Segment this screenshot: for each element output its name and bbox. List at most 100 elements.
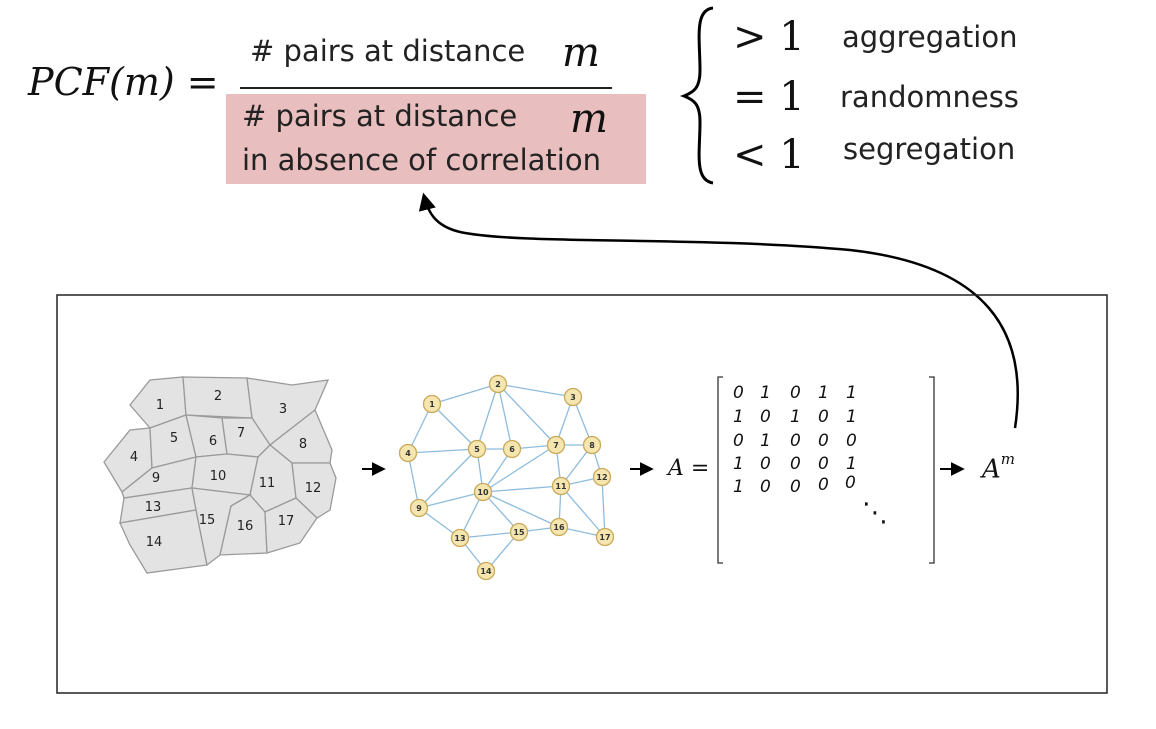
region-label-10: 10 (210, 469, 227, 484)
graph-node-5 (467, 439, 487, 459)
feedback-arrow (418, 192, 1019, 429)
svg-text:17: 17 (599, 533, 610, 542)
matrix-cell: 1 (846, 383, 857, 403)
matrix-cell: 0 (845, 473, 856, 493)
svg-text:2: 2 (495, 380, 501, 389)
matrix-cell: 0 (733, 431, 744, 451)
graph-node-labels: 1 2 3 4 5 6 7 8 9 10 11 12 13 14 15 16 1… (405, 380, 610, 576)
denominator-variable: m (570, 96, 608, 142)
matrix-cell: 0 (790, 431, 801, 451)
region-label-6: 6 (209, 434, 217, 449)
numerator-variable: m (562, 30, 600, 76)
matrix-cell: 1 (790, 407, 801, 427)
svg-text:9: 9 (416, 504, 422, 513)
graph-edges (407, 383, 606, 572)
graph-node-1 (422, 394, 442, 414)
graph-node-14 (476, 561, 496, 581)
matrix-cell: 1 (846, 454, 857, 474)
case-equal-meaning: randomness (840, 80, 1019, 114)
matrix-cell: 0 (760, 454, 771, 474)
matrix-cell: 0 (846, 431, 857, 451)
graph-node-9 (409, 498, 429, 518)
matrix-cell: 1 (733, 407, 744, 427)
svg-text:7: 7 (553, 441, 559, 450)
denominator-line1: # pairs at distance (242, 99, 518, 133)
fraction-bar (240, 87, 612, 89)
denominator-line2: in absence of correlation (242, 143, 601, 177)
matrix-cell: 1 (760, 383, 771, 403)
svg-text:12: 12 (596, 473, 607, 482)
graph-node-11 (551, 476, 571, 496)
region-label-9: 9 (152, 471, 160, 486)
region-label-2: 2 (214, 389, 222, 404)
matrix-cell: 0 (790, 454, 801, 474)
graph-node-12 (592, 467, 612, 487)
graph-node-13 (450, 528, 470, 548)
matrix-cell: 0 (790, 383, 801, 403)
matrix-right-bracket (929, 376, 935, 564)
matrix-cell: 0 (733, 383, 744, 403)
region-label-3: 3 (279, 402, 287, 417)
matrix-cell: 0 (818, 407, 829, 427)
region-14 (119, 509, 208, 574)
svg-text:11: 11 (555, 482, 567, 491)
case-equal-comparison: = 1 (733, 74, 805, 120)
svg-text:13: 13 (454, 534, 465, 543)
matrix-cell: 1 (733, 477, 744, 497)
region-label-13: 13 (145, 500, 162, 515)
numerator-text: # pairs at distance (250, 34, 526, 68)
matrix-cell: 0 (818, 454, 829, 474)
graph-node-15 (509, 522, 529, 542)
graph-node-2 (488, 374, 508, 394)
svg-text:4: 4 (405, 449, 411, 458)
matrix-cell: 0 (818, 475, 829, 495)
svg-text:15: 15 (513, 528, 525, 537)
region-label-8: 8 (299, 437, 307, 452)
matrix-cell: 1 (818, 383, 829, 403)
matrix-cell: 1 (760, 431, 771, 451)
svg-text:16: 16 (553, 523, 565, 532)
region-17 (264, 497, 318, 554)
case-greater-meaning: aggregation (842, 20, 1018, 54)
matrix-ellipsis: ⋱ (862, 498, 888, 528)
matrix-left-bracket (717, 376, 723, 564)
graph-node-7 (546, 435, 566, 455)
region-labels: 1 2 3 4 5 6 7 8 9 10 11 12 13 14 15 16 1… (130, 389, 321, 550)
pcf-lhs: PCF(m) = (28, 60, 219, 104)
graph-node-10 (473, 482, 493, 502)
region-label-16: 16 (237, 519, 254, 534)
matrix-cell: 1 (846, 407, 857, 427)
graph-node-16 (549, 517, 569, 537)
region-label-4: 4 (130, 450, 138, 465)
region-label-11: 11 (259, 476, 276, 491)
region-label-17: 17 (278, 514, 295, 529)
adjacency-matrix-label: A = (668, 456, 710, 481)
svg-text:1: 1 (429, 400, 435, 409)
svg-text:8: 8 (589, 441, 595, 450)
graph-node-6 (502, 439, 522, 459)
svg-text:5: 5 (474, 445, 480, 454)
svg-text:10: 10 (477, 488, 489, 497)
graph-node-8 (582, 435, 602, 455)
matrix-power-label: Am (982, 450, 1015, 485)
graph-node-17 (595, 527, 615, 547)
region-label-5: 5 (170, 431, 178, 446)
svg-text:6: 6 (509, 445, 515, 454)
matrix-power-exponent: m (1000, 450, 1016, 468)
matrix-cell: 0 (790, 477, 801, 497)
pipeline-frame (56, 294, 1108, 694)
graph-node-4 (398, 443, 418, 463)
denominator-highlight (226, 94, 646, 184)
graph-nodes (398, 374, 615, 581)
matrix-cell: 1 (733, 454, 744, 474)
case-greater-comparison: > 1 (733, 14, 805, 60)
cases-brace (679, 6, 714, 185)
svg-text:14: 14 (480, 567, 492, 576)
region-label-15: 15 (199, 513, 216, 528)
svg-text:3: 3 (570, 393, 576, 402)
region-label-1: 1 (156, 398, 164, 413)
case-less-comparison: < 1 (733, 132, 805, 178)
region-map (103, 376, 337, 574)
matrix-cell: 0 (760, 407, 771, 427)
